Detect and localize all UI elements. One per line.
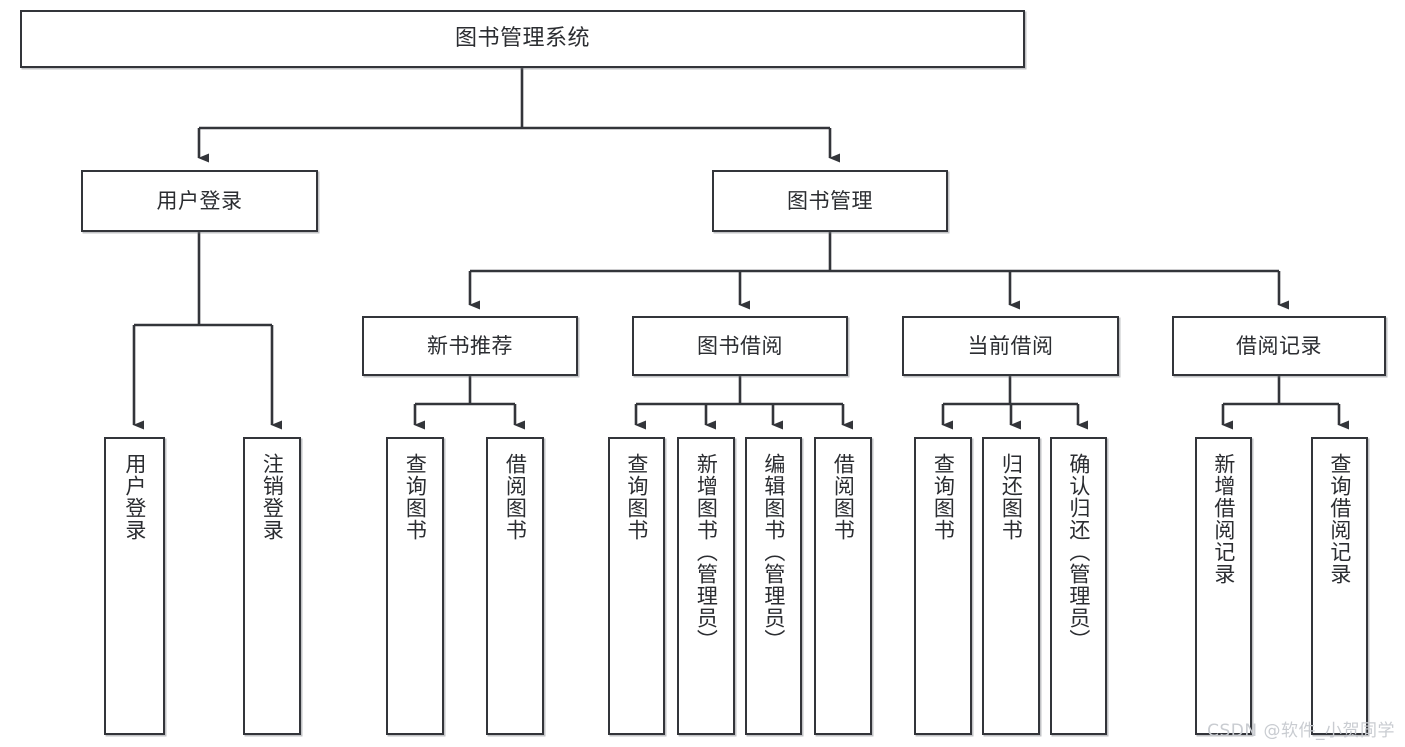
- node-leaf-query-book-1-label: 查询图书: [403, 453, 428, 541]
- node-leaf-query-book-3-label: 查询图书: [931, 453, 956, 541]
- node-borrow-record[interactable]: 借阅记录: [1172, 316, 1386, 376]
- node-leaf-return-book[interactable]: 归还图书: [982, 437, 1040, 735]
- node-leaf-query-book-2-label: 查询图书: [624, 453, 649, 541]
- node-leaf-add-book[interactable]: 新增图书（管理员）: [677, 437, 735, 735]
- node-user-login-label: 用户登录: [156, 188, 243, 213]
- node-current-borrow-label: 当前借阅: [967, 333, 1054, 358]
- node-leaf-query-record-label: 查询借阅记录: [1327, 453, 1352, 585]
- node-book-borrow[interactable]: 图书借阅: [632, 316, 848, 376]
- node-user-login[interactable]: 用户登录: [81, 170, 318, 232]
- node-leaf-user-login[interactable]: 用户登录: [104, 437, 165, 735]
- node-leaf-edit-book[interactable]: 编辑图书（管理员）: [745, 437, 802, 735]
- node-book-manage[interactable]: 图书管理: [712, 170, 948, 232]
- node-leaf-borrow-book-1[interactable]: 借阅图书: [486, 437, 544, 735]
- node-new-book-rec[interactable]: 新书推荐: [362, 316, 578, 376]
- node-leaf-logout[interactable]: 注销登录: [243, 437, 301, 735]
- node-leaf-borrow-book-2[interactable]: 借阅图书: [814, 437, 872, 735]
- node-leaf-confirm-return[interactable]: 确认归还（管理员）: [1050, 437, 1107, 735]
- node-leaf-edit-book-label: 编辑图书（管理员）: [761, 453, 786, 651]
- node-leaf-borrow-book-1-label: 借阅图书: [503, 453, 528, 541]
- node-leaf-query-book-1[interactable]: 查询图书: [386, 437, 444, 735]
- node-book-manage-label: 图书管理: [787, 188, 873, 213]
- node-current-borrow[interactable]: 当前借阅: [902, 316, 1119, 376]
- watermark: CSDN @软件_小贺同学: [1207, 721, 1395, 741]
- node-root-label: 图书管理系统: [454, 26, 590, 52]
- node-leaf-add-record[interactable]: 新增借阅记录: [1195, 437, 1252, 735]
- node-leaf-add-record-label: 新增借阅记录: [1211, 453, 1236, 585]
- node-borrow-record-label: 借阅记录: [1236, 333, 1322, 358]
- node-root[interactable]: 图书管理系统: [20, 10, 1025, 68]
- node-leaf-add-book-label: 新增图书（管理员）: [694, 453, 719, 651]
- node-leaf-logout-label: 注销登录: [260, 453, 285, 541]
- node-book-borrow-label: 图书借阅: [697, 333, 783, 358]
- node-leaf-query-record[interactable]: 查询借阅记录: [1311, 437, 1368, 735]
- node-leaf-user-login-label: 用户登录: [122, 453, 147, 541]
- node-leaf-confirm-return-label: 确认归还（管理员）: [1066, 453, 1091, 651]
- node-leaf-borrow-book-2-label: 借阅图书: [831, 453, 856, 541]
- node-leaf-query-book-3[interactable]: 查询图书: [914, 437, 972, 735]
- node-leaf-return-book-label: 归还图书: [999, 453, 1024, 541]
- node-leaf-query-book-2[interactable]: 查询图书: [608, 437, 665, 735]
- node-new-book-rec-label: 新书推荐: [427, 333, 513, 358]
